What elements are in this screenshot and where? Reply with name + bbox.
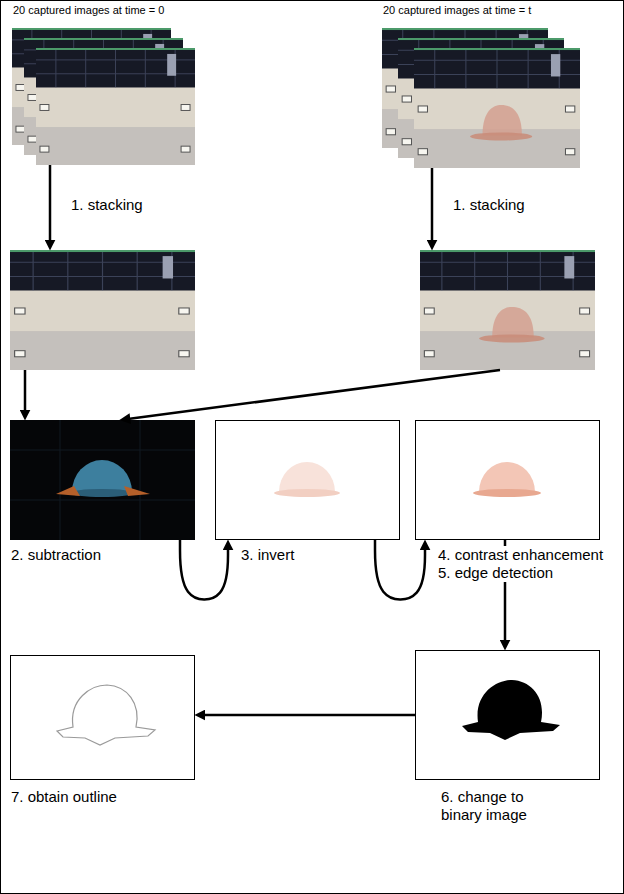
flow-arrow xyxy=(24,370,27,414)
binary-plume xyxy=(462,680,560,740)
difference-streak xyxy=(124,486,150,496)
dye-plume xyxy=(479,307,545,343)
caption-group: 6. change to binary image xyxy=(440,788,565,824)
stacked-frame xyxy=(420,250,595,370)
flow-arrow xyxy=(201,714,415,717)
outline-image: 7. obtain outline xyxy=(10,655,195,780)
caption-group: 3. invert xyxy=(240,546,295,564)
binary-image: 6. change to binary image xyxy=(415,650,600,780)
step-label: 1. stacking xyxy=(70,196,144,214)
photo-stack: 20 captured images at time = t xyxy=(382,28,580,168)
stacked-image: 1. stacking xyxy=(420,250,595,370)
flow-arrow xyxy=(49,165,52,244)
image-heading: 20 captured images at time = 0 xyxy=(12,4,165,17)
caption-group: 20 captured images at time = t xyxy=(382,4,532,17)
plume-outline xyxy=(57,685,155,745)
enhanced-base xyxy=(473,489,541,497)
step-label: 1. stacking xyxy=(452,196,526,214)
step-label: 7. obtain outline xyxy=(10,788,118,806)
dye-plume xyxy=(470,105,532,141)
caption-group: 4. contrast enhancement5. edge detection xyxy=(437,546,604,582)
enhanced-image: 4. contrast enhancement5. edge detection xyxy=(415,420,600,540)
captured-frame xyxy=(36,48,195,165)
captured-frame xyxy=(414,48,580,168)
difference-plume xyxy=(72,460,132,492)
step-label: 3. invert xyxy=(240,546,295,564)
enhanced-plume xyxy=(479,462,535,492)
caption-group: 2. subtraction xyxy=(10,546,102,564)
inverted-plume xyxy=(279,462,335,492)
image-panel xyxy=(11,656,195,780)
image-heading: 20 captured images at time = t xyxy=(382,4,532,17)
caption-group: 1. stacking xyxy=(452,196,526,214)
image-panel xyxy=(416,421,600,540)
flow-arrow xyxy=(180,540,228,600)
caption-group: 7. obtain outline xyxy=(10,788,118,806)
image-panel xyxy=(216,421,400,540)
inverted-base xyxy=(274,489,340,497)
stacked-frame xyxy=(10,250,195,370)
inverted-image: 3. invert xyxy=(215,420,400,540)
step-label: 2. subtraction xyxy=(10,546,102,564)
caption-group: 1. stacking xyxy=(70,196,144,214)
step-label: 4. contrast enhancement xyxy=(437,546,604,564)
difference-streak xyxy=(56,486,80,496)
image-panel xyxy=(416,651,600,780)
photo-stack: 20 captured images at time = 0 xyxy=(12,28,195,165)
stacked-image: 1. stacking xyxy=(10,250,195,370)
subtraction-image: 2. subtraction xyxy=(10,420,195,540)
step-label: 6. change to binary image xyxy=(440,788,565,824)
residual-grid xyxy=(10,420,195,540)
flow-arrow xyxy=(126,370,500,419)
flow-arrow xyxy=(431,168,434,244)
subtraction-ground xyxy=(10,420,195,540)
flow-arrow xyxy=(375,540,425,600)
step-label: 5. edge detection xyxy=(437,564,604,582)
caption-group: 20 captured images at time = 0 xyxy=(12,4,165,17)
